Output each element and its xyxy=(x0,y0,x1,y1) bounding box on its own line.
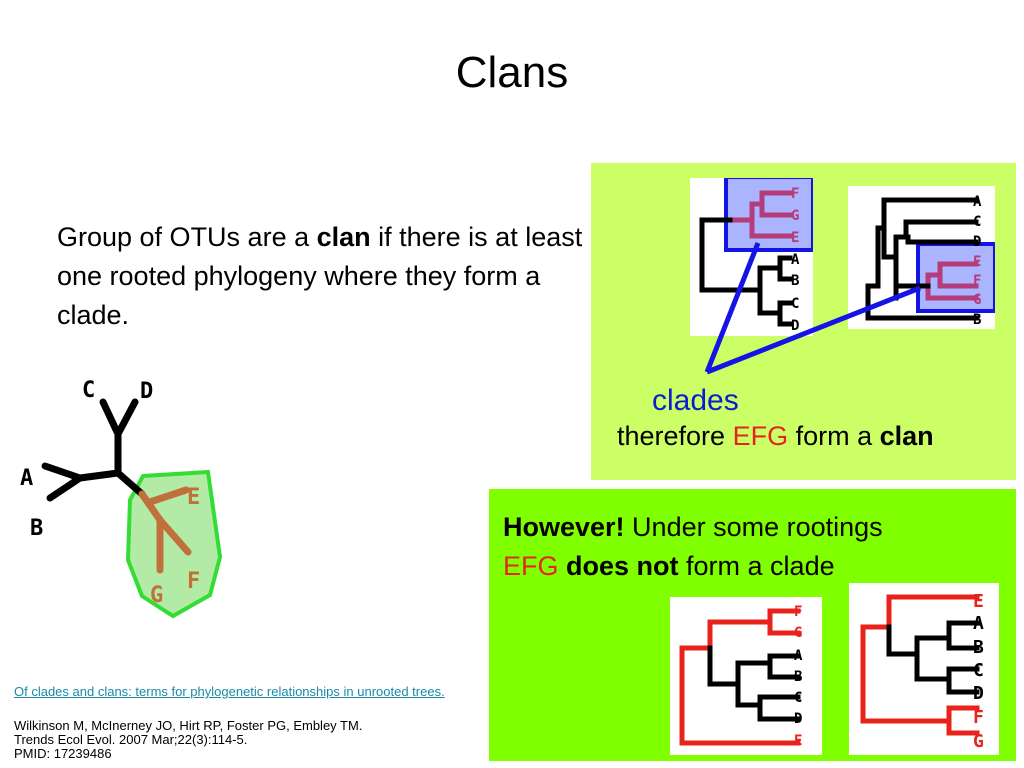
tree3-label-5: C xyxy=(794,690,802,706)
branch-b xyxy=(46,474,84,502)
tree2-label-3: D xyxy=(973,234,981,250)
tree2-label-6: G xyxy=(973,292,981,308)
tree1-label-1: F xyxy=(791,186,799,202)
branch-e xyxy=(146,486,190,506)
however-bold: However! xyxy=(503,512,625,542)
tree1-label-4: A xyxy=(791,252,800,268)
reference-journal: Trends Ecol Evol. 2007 Mar;22(3):114-5. xyxy=(14,732,248,747)
however-does-not: does not xyxy=(566,551,679,581)
label-b: B xyxy=(30,516,43,541)
tree1-label-3: E xyxy=(791,230,799,246)
label-d: D xyxy=(140,379,153,404)
reference-pmid: PMID: 17239486 xyxy=(14,746,112,761)
page-title: Clans xyxy=(455,48,569,97)
however-efg: EFG xyxy=(503,551,559,581)
tree2-label-4: E xyxy=(973,254,981,270)
tree1-label-2: G xyxy=(791,208,799,224)
therefore-efg: EFG xyxy=(732,421,789,451)
branch-d xyxy=(114,398,139,438)
tree2-label-1: A xyxy=(973,194,982,210)
branch-a xyxy=(41,462,84,482)
however-part1: Under some rootings xyxy=(624,512,883,542)
tree4-label-1: E xyxy=(973,591,984,612)
therefore-clan: clan xyxy=(879,421,934,451)
rooted-tree-3: F G A B C D E xyxy=(670,597,822,755)
rooted-tree-4: E A B C D F G xyxy=(849,583,999,755)
tree3-label-3: A xyxy=(794,648,803,664)
tree2-label-2: C xyxy=(973,214,981,230)
tree1-label-6: C xyxy=(791,296,799,312)
tree3-label-6: D xyxy=(794,711,802,727)
label-e: E xyxy=(187,485,200,510)
tree3-label-7: E xyxy=(794,733,802,749)
tree1-label-5: B xyxy=(791,273,799,289)
tree4-label-4: C xyxy=(973,660,984,681)
branch-efg-stem xyxy=(138,490,164,524)
rooted-tree-2: A C D E F G B xyxy=(848,186,995,329)
branch-c xyxy=(99,398,122,438)
tree4-label-5: D xyxy=(973,683,984,704)
tree2-label-5: F xyxy=(973,273,981,289)
tree3-label-1: F xyxy=(794,604,802,620)
definition-bold-clan: clan xyxy=(316,222,371,252)
clades-label: clades xyxy=(652,384,739,417)
tree4-label-3: B xyxy=(973,637,984,658)
branch-efg xyxy=(114,469,146,498)
therefore-part2: form a xyxy=(788,421,880,451)
definition-part1: Group of OTUs are a xyxy=(57,222,317,252)
label-c: C xyxy=(82,378,95,403)
label-g: G xyxy=(150,583,163,608)
branch-f xyxy=(156,516,192,556)
tree4-label-2: A xyxy=(973,613,984,634)
therefore-part1: therefore xyxy=(617,421,733,451)
tree2-label-7: B xyxy=(973,312,981,328)
therefore-text: therefore EFG form a clan xyxy=(617,417,1007,455)
however-text: However! Under some rootings EFG does no… xyxy=(503,508,883,586)
however-space xyxy=(559,551,567,581)
label-f: F xyxy=(187,569,200,594)
definition-part2: if there is at least one rooted phylogen… xyxy=(57,222,583,330)
reference-authors: Wilkinson M, McInerney JO, Hirt RP, Fost… xyxy=(14,718,363,733)
tree1-label-7: D xyxy=(791,318,799,334)
definition-text: Group of OTUs are a clan if there is at … xyxy=(57,218,602,335)
tree4-label-6: F xyxy=(973,707,984,728)
unrooted-tree: C D A B E F G xyxy=(20,378,223,619)
tree3-label-4: B xyxy=(794,669,802,685)
reference-citation: Wilkinson M, McInerney JO, Hirt RP, Fost… xyxy=(14,719,484,761)
label-a: A xyxy=(20,466,33,491)
tree4-label-7: G xyxy=(973,731,984,752)
tree3-label-2: G xyxy=(794,625,802,641)
branch-internal xyxy=(76,469,122,482)
reference-link[interactable]: Of clades and clans: terms for phylogene… xyxy=(14,684,445,699)
however-part3: form a clade xyxy=(678,551,835,581)
